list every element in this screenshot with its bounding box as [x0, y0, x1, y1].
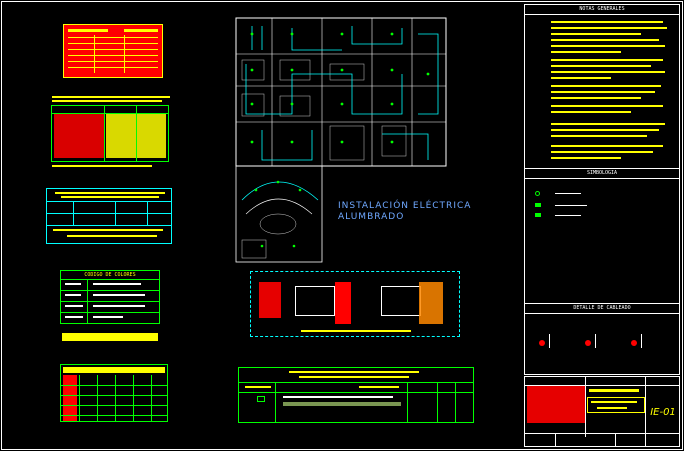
luminaire-table [238, 367, 474, 423]
circuit-schedule-table [60, 364, 168, 422]
cable-detail-panel: DETALLE DE CABLEADO [524, 303, 680, 375]
drawing-title-line1: INSTALACIÓN ELÉCTRICA [338, 201, 472, 211]
drawing-title: INSTALACIÓN ELÉCTRICA ALUMBRADO [338, 201, 471, 223]
symbols-panel: SIMBOLOGIA [524, 168, 680, 304]
general-notes-title: NOTAS GENERALES [579, 6, 625, 12]
cable-detail-c-icon [631, 340, 637, 346]
color-code-title: CODIGO DE COLORES [84, 272, 136, 278]
illuminance-table [51, 105, 169, 162]
color-code-table: CODIGO DE COLORES [60, 270, 160, 324]
cable-detail-a-icon [539, 340, 545, 346]
title-block: IE-01 [524, 376, 680, 447]
cable-detail-title: DETALLE DE CABLEADO [573, 305, 631, 311]
drawing-title-line2: ALUMBRADO [338, 212, 405, 222]
load-summary-table [63, 24, 163, 78]
fixture-symbol-icon [535, 191, 540, 196]
color-code-note [62, 333, 158, 341]
typical-connection-detail[interactable] [250, 271, 460, 337]
switch-symbol-icon [535, 203, 541, 207]
symbols-title: SIMBOLOGIA [586, 170, 618, 176]
general-notes-panel: NOTAS GENERALES [524, 4, 680, 169]
cable-detail-b-icon [585, 340, 591, 346]
floor-plan[interactable] [232, 14, 450, 266]
power-density-table [46, 188, 172, 244]
drawing-number: IE-01 [650, 407, 676, 418]
panel-symbol-icon [535, 213, 541, 217]
